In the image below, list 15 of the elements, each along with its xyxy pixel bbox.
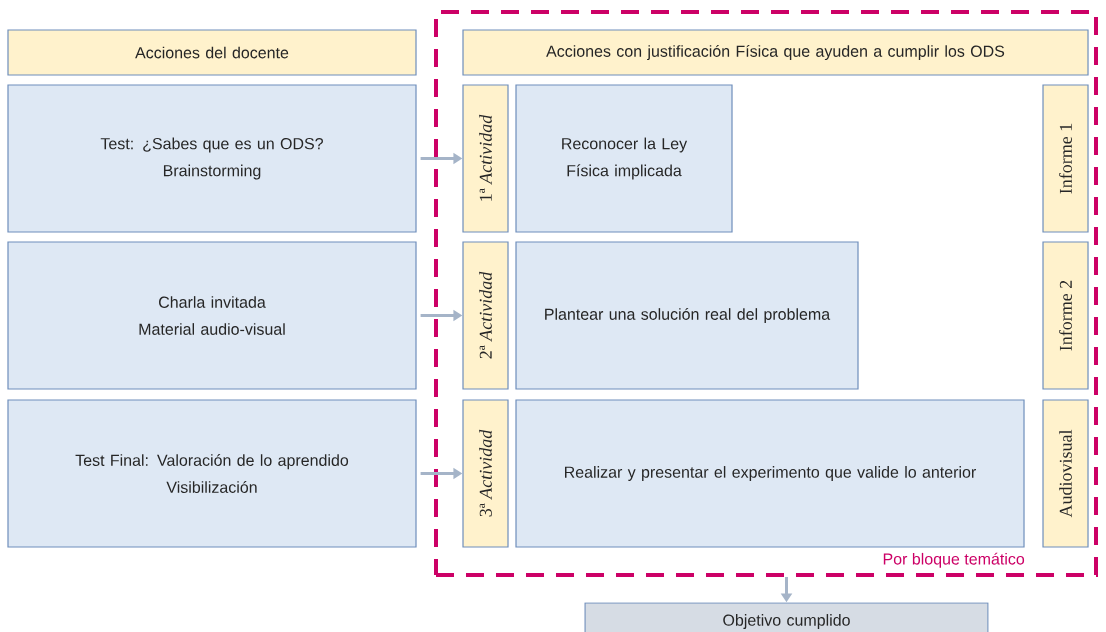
label-box: Informe 1 — [1042, 84, 1089, 233]
label-box: 3ª Actividad — [462, 399, 509, 548]
label-box: Audiovisual — [1042, 399, 1089, 548]
process-box: Plantear una solución real del problema — [515, 241, 859, 390]
header-box: Acciones con justificación Física que ayuden a cumplir los ODS — [462, 29, 1089, 76]
result-box: Objetivo cumplido — [584, 602, 989, 632]
process-box: Charla invitada Material audio-visual — [7, 241, 417, 390]
process-box: Reconocer la Ley Física implicada — [515, 84, 733, 233]
header-box: Acciones del docente — [7, 29, 417, 76]
label-box: Informe 2 — [1042, 241, 1089, 390]
label-box: 2ª Actividad — [462, 241, 509, 390]
label-box: 1ª Actividad — [462, 84, 509, 233]
process-box: Test: ¿Sabes que es un ODS? Brainstorming — [7, 84, 417, 233]
process-box: Realizar y presentar el experimento que valide lo anterior — [515, 399, 1025, 548]
process-box: Test Final: Valoración de lo aprendido Visibilización — [7, 399, 417, 548]
